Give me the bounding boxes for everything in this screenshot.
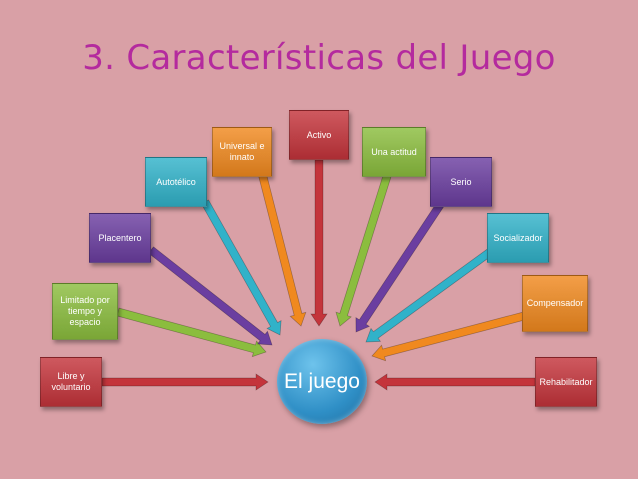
node-placentero: Placentero <box>89 213 151 263</box>
node-rehabilitador: Rehabilitador <box>535 357 597 407</box>
node-una-actitud: Una actitud <box>362 127 426 177</box>
arrow-limitado-por-tiempo <box>116 307 267 358</box>
arrow-placentero <box>148 246 273 346</box>
arrow-socializador <box>365 248 493 343</box>
arrow-activo <box>310 159 328 327</box>
node-serio: Serio <box>430 157 492 207</box>
arrow-libre-y-voluntario <box>101 373 269 391</box>
node-autotelico: Autotélico <box>145 157 207 207</box>
arrow-serio <box>355 199 446 333</box>
node-activo: Activo <box>289 110 349 160</box>
node-compensador: Compensador <box>522 275 588 332</box>
arrow-compensador <box>371 311 526 362</box>
arrow-autotelico <box>201 199 282 336</box>
slide-title: 3. Características del Juego <box>82 38 556 78</box>
center-node: El juego <box>277 339 367 424</box>
node-socializador: Socializador <box>487 213 549 263</box>
arrow-rehabilitador <box>374 373 536 391</box>
node-limitado-por-tiempo: Limitado por tiempo y espacio <box>52 283 118 340</box>
arrow-universal-e-innato <box>257 171 307 327</box>
node-libre-y-voluntario: Libre y voluntario <box>40 357 102 407</box>
arrow-una-actitud <box>335 171 393 327</box>
node-universal-e-innato: Universal e innato <box>212 127 272 177</box>
